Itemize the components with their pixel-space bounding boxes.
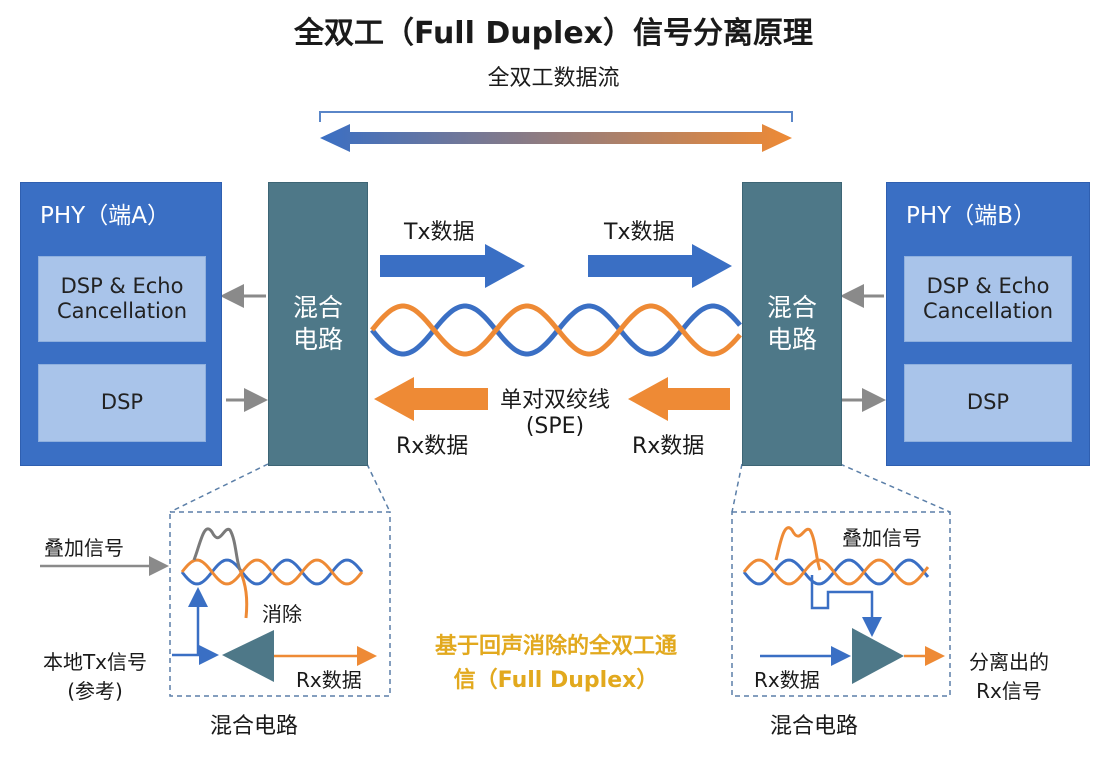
rx-arrow-right	[628, 377, 730, 421]
cable-label-line1: 单对双绞线	[499, 388, 610, 413]
cable-label-line2: (SPE)	[525, 414, 585, 439]
phy-a-echo-box: DSP & Echo Cancellation	[38, 256, 206, 342]
inset-right-separated-label: 分离出的 Rx信号	[954, 646, 1064, 704]
inset-right-amplifier	[852, 628, 904, 684]
hybrid-a-block: 混合电路	[268, 182, 368, 466]
tx-label-left: Tx数据	[404, 220, 475, 245]
hybrid-b-block: 混合电路	[742, 182, 842, 466]
inset-left-rx-label: Rx数据	[296, 668, 362, 692]
center-note-line1: 基于回声消除的全双工通	[434, 634, 677, 659]
rx-arrow-left	[374, 377, 488, 421]
hybrid-a-label: 混合电路	[292, 292, 343, 355]
inset-left-amplifier	[222, 630, 274, 682]
inset-left-local-tx-label: 本地Tx信号 (参考)	[26, 646, 164, 704]
inset-right-caption: 混合电路	[770, 714, 859, 739]
inset-right-superposed-label: 叠加信号	[842, 526, 922, 550]
zoom-lines	[169, 463, 951, 697]
inset-left-caption: 混合电路	[210, 714, 299, 739]
tx-arrow-right	[588, 244, 732, 288]
duplex-flow-label: 全双工数据流	[487, 66, 620, 91]
inset-left-cancel-label: 消除	[262, 602, 302, 626]
twisted-pair-cable	[370, 303, 742, 357]
phy-a-label: PHY（端A）	[40, 203, 170, 229]
tx-label-right: Tx数据	[604, 220, 675, 245]
diagram-title: 全双工（Full Duplex）信号分离原理	[293, 16, 814, 51]
inset-right-graphics	[742, 526, 945, 684]
cable-label: 单对双绞线 (SPE)	[490, 382, 620, 439]
rx-label-left: Rx数据	[396, 434, 469, 459]
center-note: 基于回声消除的全双工通 信（Full Duplex）	[396, 630, 716, 698]
inset-left-superposed-label: 叠加信号	[44, 536, 124, 560]
local-tx-line2: (参考)	[67, 679, 123, 703]
inset-left-graphics	[40, 527, 377, 682]
separated-line1: 分离出的	[969, 650, 1049, 674]
hybrid-b-label: 混合电路	[766, 292, 817, 355]
inset-right-rx-label: Rx数据	[754, 668, 820, 692]
center-note-line2: 信（Full Duplex）	[453, 668, 659, 694]
local-tx-line1: 本地Tx信号	[42, 650, 148, 674]
duplex-flow-arrow	[319, 111, 793, 152]
separated-line2: Rx信号	[976, 679, 1042, 703]
phy-b-dsp-box: DSP	[904, 364, 1072, 442]
phy-b-echo-box: DSP & Echo Cancellation	[904, 256, 1072, 342]
tx-arrow-left	[380, 244, 525, 288]
rx-label-right: Rx数据	[632, 434, 705, 459]
phy-a-dsp-box: DSP	[38, 364, 206, 442]
phy-b-label: PHY（端B）	[906, 203, 1036, 229]
